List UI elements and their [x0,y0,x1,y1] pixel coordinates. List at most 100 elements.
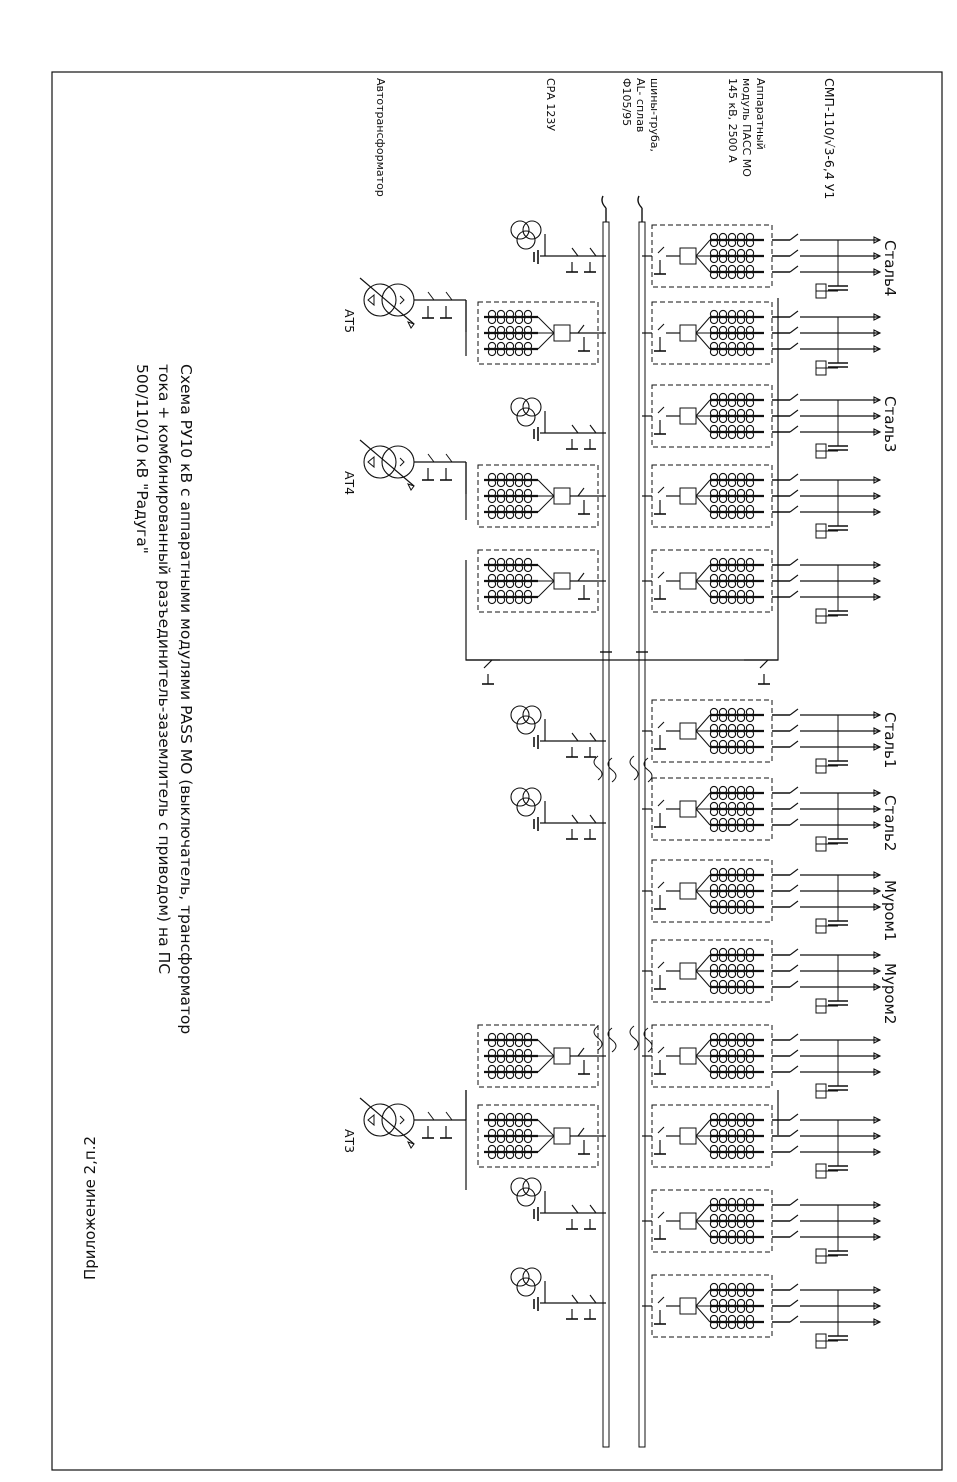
out-disconnector [789,310,799,318]
line-bay-3-branch [695,399,711,417]
line-bay-6-branch [695,730,711,748]
vt-3-w2 [522,705,542,725]
tx-bay-disc [577,572,585,582]
line-bay-1-branch [695,255,711,273]
line-bay-12-breaker [679,1212,697,1230]
line-label-stal4: Сталь4 [881,240,899,297]
line-bay-9-branch [695,954,711,972]
line-bay-3-branch [695,415,711,433]
vt-1-w2 [522,220,542,240]
line-bay-11-breaker [679,1127,697,1145]
out-disconnector [789,1230,799,1238]
out-disconnector [789,505,799,513]
out-arrow [873,967,882,975]
out-arrow [873,1148,882,1156]
line-label-murom2: Муром2 [881,963,899,1025]
autotransformer-at3-disc [427,1111,453,1121]
line-bay-8-disconnector [657,881,665,889]
busbar-label-line2: AL- сплав [634,78,647,133]
tx-bay-disc [577,487,585,497]
tx-bay-branch [537,495,555,513]
line-bay-6-disconnector [657,721,665,729]
line-bay-9-disconnector [657,961,665,969]
tx-bay-branch [537,332,555,350]
out-arrow [873,508,882,516]
vt-disc [571,1294,597,1304]
out-arrow [873,1233,882,1241]
out-arrow [873,412,882,420]
line-bay-2-branch [695,316,711,334]
tx-bay-breaker [553,1127,571,1145]
vt-5-w1 [510,1177,530,1197]
out-disconnector [789,558,799,566]
sectional-disc [483,659,769,669]
caption-line3: 500/110/10 кВ "Радуга" [133,364,151,554]
line-bay-10-branch [695,1039,711,1057]
out-disconnector [789,1145,799,1153]
out-arrow [873,1217,882,1225]
tx-bay-1-box [477,301,599,365]
line-bay-4-breaker [679,487,697,505]
tx-bay-breaker [553,572,571,590]
tx-bay-disc [577,1127,585,1137]
tx-bay-disc [577,324,585,334]
out-disconnector [789,1129,799,1137]
tx-bay-branch [537,316,555,334]
out-arrow [873,329,882,337]
out-disconnector [789,884,799,892]
out-disconnector [789,425,799,433]
module-label-line3: 145 кВ, 2500 А [726,78,739,163]
line-bay-6-breaker [679,722,697,740]
line-bay-2-disconnector [657,323,665,331]
autotransformer-at5-tap [359,277,415,325]
out-arrow [873,492,882,500]
out-arrow [873,476,882,484]
line-bay-11-branch [695,1135,711,1153]
autotransformer-at5-w2 [381,283,415,317]
out-disconnector [789,724,799,732]
line-label-murom1: Муром1 [881,880,899,942]
vt-2-w2 [522,397,542,417]
line-bay-6-branch [695,714,711,732]
autotransformer-at5-arrow [407,321,415,329]
autotransformer-at3-w2 [381,1103,415,1137]
out-disconnector [789,1198,799,1206]
line-bay-2-branch [695,332,711,350]
out-arrow [873,236,882,244]
out-arrow [873,951,882,959]
out-arrow [873,1116,882,1124]
out-arrow [873,821,882,829]
line-bay-5-branch [695,564,711,582]
out-arrow [873,1286,882,1294]
autotransformer-at3-wye [399,1115,405,1125]
module-label-line1: Аппаратный [754,78,767,150]
vt-5-w2 [522,1177,542,1197]
tx-bay-branch [537,479,555,497]
out-disconnector [789,868,799,876]
out-arrow [873,345,882,353]
autotransformer-at5-disc [427,291,453,301]
line-bay-3-disconnector [657,406,665,414]
line-label-stal3: Сталь3 [881,396,899,453]
vt-1-w3 [516,230,536,250]
caption-line2: тока + комбинированный разъединитель-заз… [155,364,173,975]
line-bay-4-branch [695,479,711,497]
out-arrow [873,1201,882,1209]
autotransformer-at3-arrow [407,1141,415,1149]
out-disconnector [789,1113,799,1121]
vt-disc [571,814,597,824]
out-disconnector [789,1049,799,1057]
autotransformer-at4-tap [359,439,415,487]
out-disconnector [789,1065,799,1073]
out-disconnector [789,409,799,417]
out-arrow [873,983,882,991]
vt-disc [571,732,597,742]
line-bay-11-branch [695,1119,711,1137]
line-bay-8-branch [695,890,711,908]
ring-connection [465,298,779,661]
vt-disc [571,1204,597,1214]
out-arrow [873,252,882,260]
out-arrow [873,396,882,404]
